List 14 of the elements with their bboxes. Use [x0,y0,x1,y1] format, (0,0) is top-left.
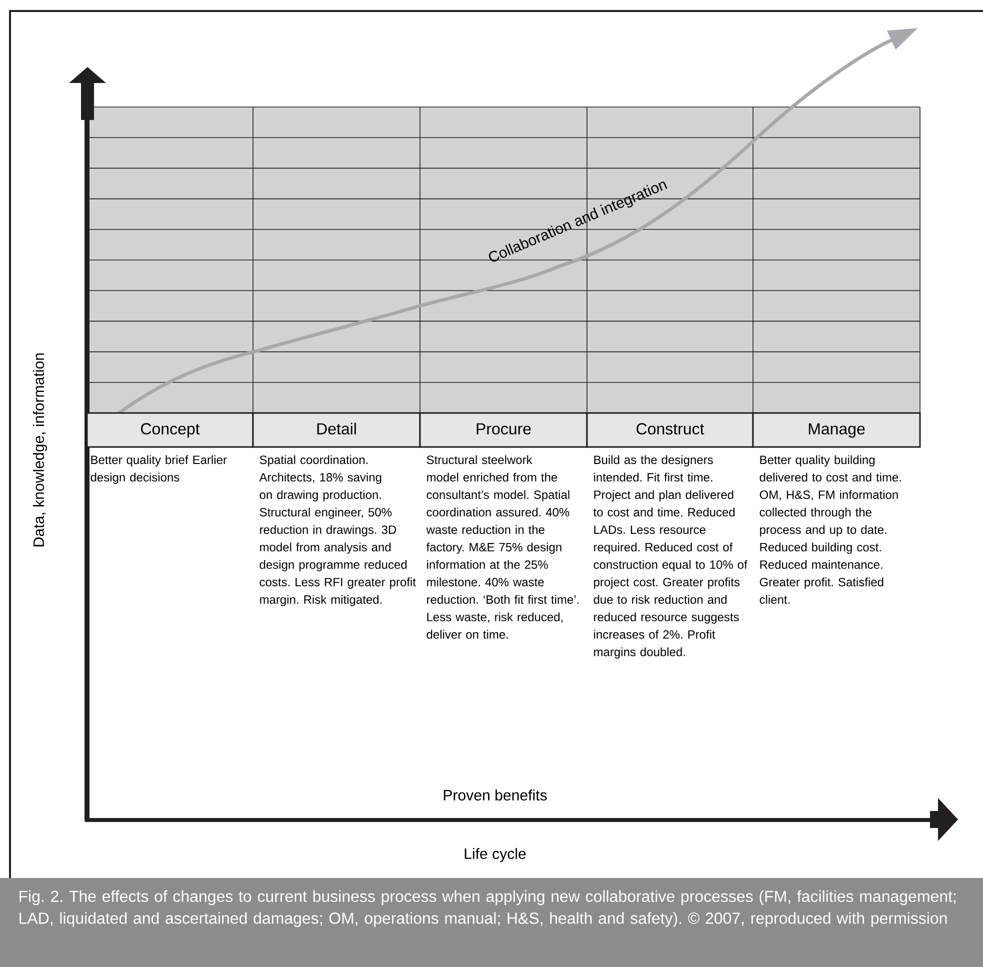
section-label: Proven benefits [444,789,547,801]
benefit-text: Better quality building delivered to cost and time. OM, H&S, FM information collected through the process and up to date. Reduced building cost. Reduced maintenance. Greater profit. Satisfied client. [760,455,901,604]
axis-label: Life cycle [464,848,526,862]
caption: Fig. 2. The effects of changes to current business process when applying new collaborative processes (FM, facilities management; LAD, liquidated and ascertained damages; OM, operations manual; H&S, health and safety). © 2007, reproduced with permission [0,878,983,967]
benefit-text: Build as the designers intended. Fit first time. Project and plan delivered to cost and time. Reduced LADs. Less resource required. Reduced cost of construction equal to 10% of project cost. Greater profits due to risk reduction and reduced resource suggests increases of 2%. Profit margins doubled. [593,455,748,659]
benefit-text: Better quality brief Earlier design decisions [90,455,227,484]
benefit-text: Spatial coordination. Architects, 18% saving on drawing production. Structural engineer, 50% reduction in drawings. 3D model from analysis and design programme reduced costs. Less RFI greater profit margin. Risk mitigated. [259,455,416,606]
stage-box: Detail [252,412,421,448]
stage-box: Manage [752,412,921,448]
stage-box: Procure [419,412,588,448]
stage-box: Concept [86,412,254,448]
benefit-text: Structural steelwork model enriched from the consultant’s model. Spatial coordination assured. 40% waste reduction in the factory. M&E 75% design information at the 25% milestone. 40% waste reduction. ‘Both fit first time’. Less waste, risk reduced, deliver on time. [426,455,579,639]
stage-box: Construct [586,412,754,448]
axis-label: Data, knowledge, information [32,353,48,546]
